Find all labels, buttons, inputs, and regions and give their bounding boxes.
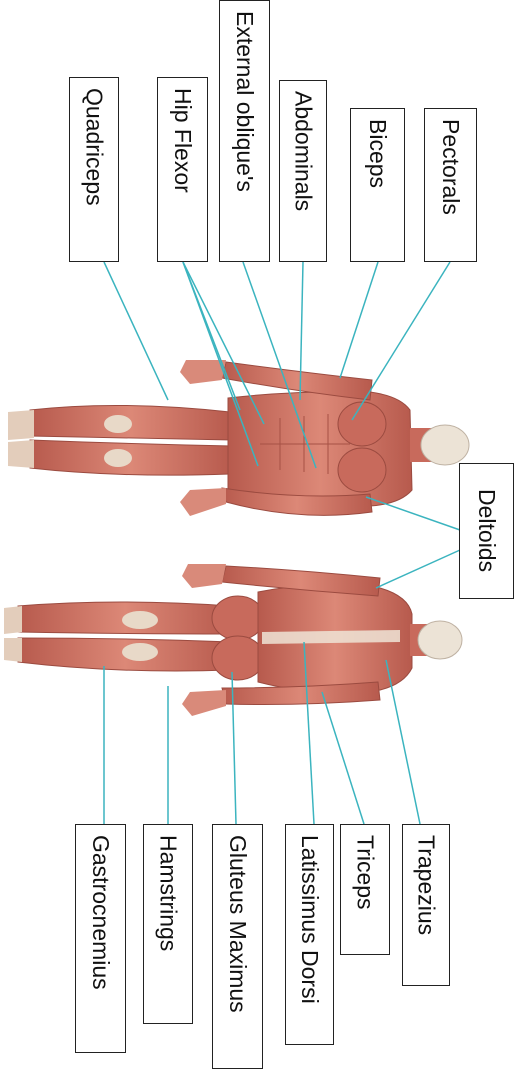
label-gluteus-maximus: Gluteus Maximus xyxy=(212,824,263,1069)
label-abdominals: Abdominals xyxy=(279,80,327,262)
label-deltoids: Deltoids xyxy=(459,463,514,599)
label-pectorals: Pectorals xyxy=(424,108,477,262)
label-hamstrings: Hamstrings xyxy=(143,824,193,1024)
front-figure xyxy=(8,360,469,516)
label-biceps: Biceps xyxy=(350,108,405,262)
label-trapezius: Trapezius xyxy=(402,824,450,986)
leader-lines xyxy=(104,262,460,824)
label-latissimus-dorsi: Latissimus Dorsi xyxy=(285,824,334,1045)
label-external-obliques: External oblique's xyxy=(219,0,270,262)
label-hip-flexor: Hip Flexor xyxy=(157,77,208,262)
label-gastrocnemius: Gastrocnemius xyxy=(75,824,126,1053)
label-quadriceps: Quadriceps xyxy=(69,77,119,262)
label-triceps: Triceps xyxy=(340,824,390,955)
